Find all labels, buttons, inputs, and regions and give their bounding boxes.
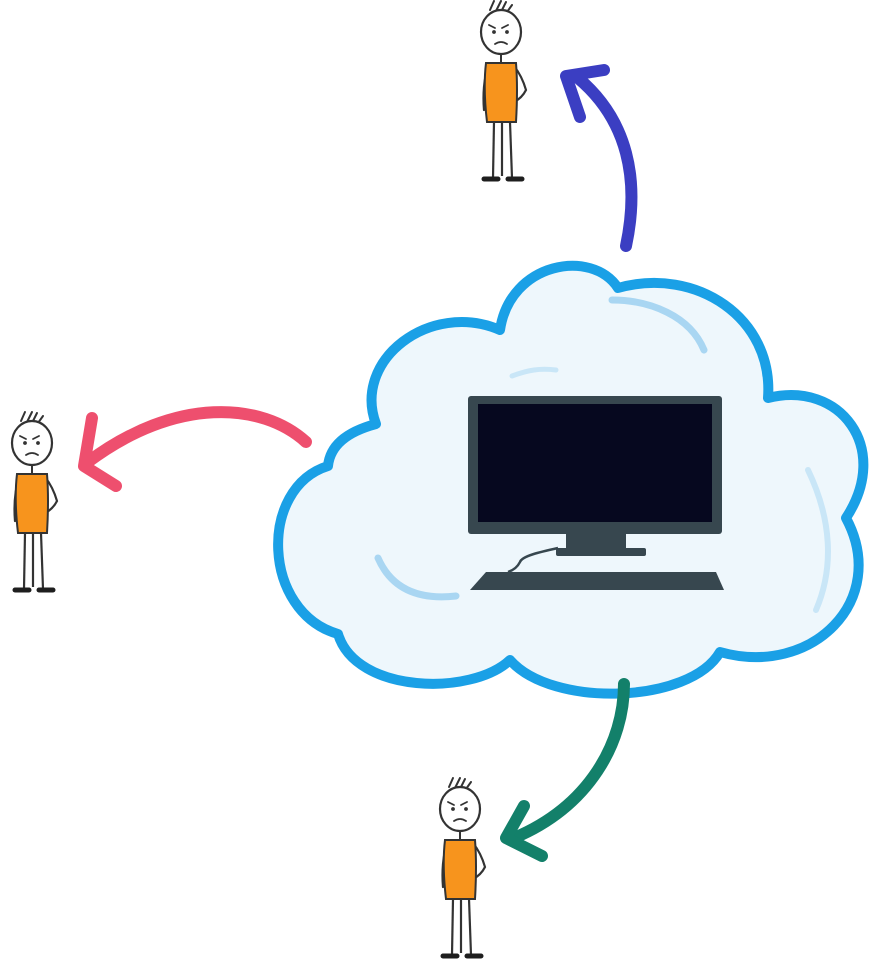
person-icon (12, 412, 57, 590)
arrow-to-bottom-person (500, 678, 630, 862)
keyboard-icon (470, 572, 724, 590)
arrow-to-top-person (560, 64, 638, 252)
person-icon (481, 1, 526, 179)
arrow-to-left-person (78, 406, 312, 492)
person-icon (440, 778, 485, 956)
computer-monitor-icon (468, 396, 722, 574)
